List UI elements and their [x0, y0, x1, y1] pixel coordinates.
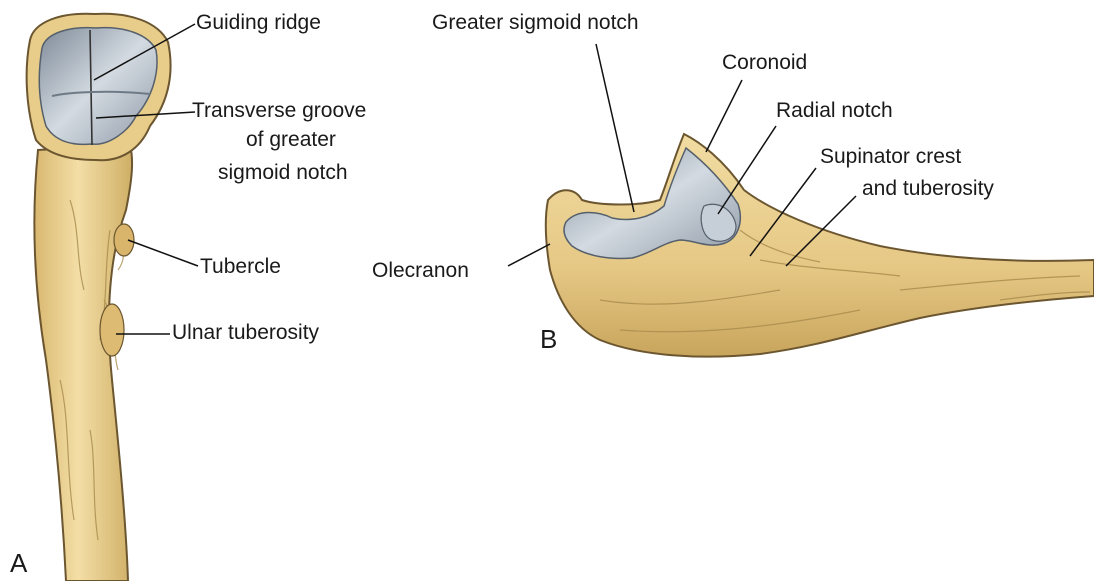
- label-olecranon: Olecranon: [372, 258, 469, 284]
- label-ulnar-tuberosity: Ulnar tuberosity: [172, 320, 319, 346]
- leader-olecranon: [508, 244, 550, 266]
- label-greater-sigmoid-notch: Greater sigmoid notch: [432, 10, 639, 36]
- label-coronoid: Coronoid: [722, 50, 807, 76]
- label-supinator-crest-line2: and tuberosity: [862, 176, 994, 202]
- label-supinator-crest-line1: Supinator crest: [820, 144, 961, 170]
- label-radial-notch: Radial notch: [776, 98, 893, 124]
- leader-tubercle: [128, 240, 198, 266]
- label-tubercle: Tubercle: [200, 254, 281, 280]
- tubercle-bump: [114, 224, 134, 256]
- panel-letter-b: B: [540, 324, 557, 355]
- label-guiding-ridge: Guiding ridge: [196, 10, 321, 36]
- label-transverse-groove-line3: sigmoid notch: [218, 160, 348, 186]
- panel-a-bone: [27, 14, 171, 581]
- ulna-shaft-a: [34, 145, 132, 581]
- label-transverse-groove-line1: Transverse groove: [192, 98, 366, 124]
- ulnar-tuberosity-bump: [100, 304, 124, 356]
- leader-greater-sigmoid-notch: [596, 44, 634, 212]
- label-transverse-groove-line2: of greater: [246, 127, 336, 153]
- panel-letter-a: A: [10, 548, 27, 579]
- leader-coronoid: [706, 80, 742, 152]
